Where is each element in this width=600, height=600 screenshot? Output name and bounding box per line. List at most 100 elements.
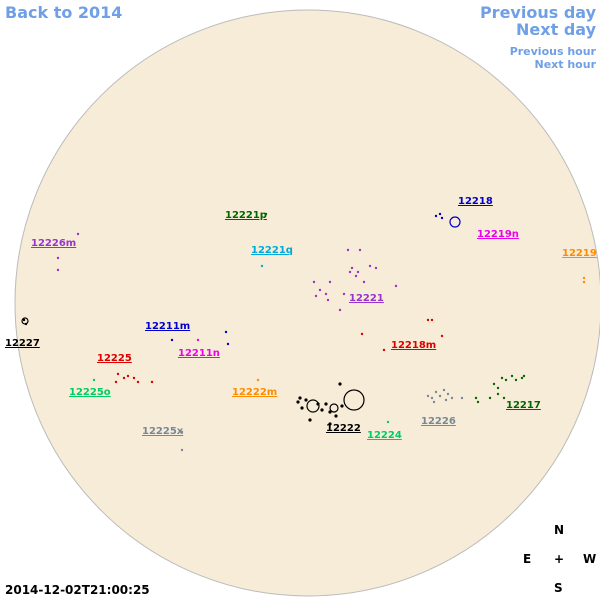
region-label-12221p[interactable]: 12221p (225, 210, 267, 221)
region-label-12211n[interactable]: 12211n (178, 348, 220, 359)
region-label-12225[interactable]: 12225 (97, 353, 132, 364)
sunspot-ring (21, 317, 29, 325)
sunspot-dot (328, 280, 332, 284)
sunspot-dot (116, 372, 120, 376)
sunspot-dot (92, 378, 96, 382)
sunspot-dot (300, 406, 304, 410)
sunspot-dot (430, 318, 434, 322)
sunspot-dot (496, 386, 500, 390)
solar-disk (14, 9, 600, 597)
region-label-12218m[interactable]: 12218m (391, 340, 437, 351)
region-label-12227[interactable]: 12227 (5, 338, 40, 349)
sunspot-dot (514, 378, 518, 382)
sunspot-dot (504, 378, 508, 382)
sunspot-dot (348, 270, 352, 274)
sunspot-dot (56, 256, 60, 260)
sunspot-dot (126, 374, 130, 378)
sunspot-dot (170, 338, 174, 342)
previous-day-link[interactable]: Previous day (479, 3, 596, 22)
sunspot-dot (180, 430, 184, 434)
sunspot-dot (492, 382, 496, 386)
sunspot-dot (522, 374, 526, 378)
region-label-12218[interactable]: 12218 (458, 196, 493, 207)
sunspot-ring (306, 399, 320, 413)
region-label-12222[interactable]: 12222 (326, 423, 361, 434)
sunspot-dot (358, 248, 362, 252)
sunspot-dot (324, 292, 328, 296)
sunspot-dot (226, 342, 230, 346)
sunspot-dot (444, 398, 448, 402)
sunspot-dot (442, 388, 446, 392)
sunspot-dot (430, 396, 434, 400)
sunspot-dot (446, 392, 450, 396)
sunspot-dot (114, 380, 118, 384)
sunspot-dot (150, 380, 154, 384)
compass-north: N (554, 523, 565, 537)
sunspot-dot (328, 410, 332, 414)
sunspot-dot (22, 318, 26, 322)
region-label-12222m[interactable]: 12222m (232, 387, 278, 398)
sunspot-dot (122, 376, 126, 380)
sunspot-dot (328, 422, 332, 426)
sunspot-dot (314, 294, 318, 298)
sunspot-dot (316, 402, 320, 406)
sunspot-dot (260, 264, 264, 268)
sunspot-dot (342, 292, 346, 296)
region-label-12224[interactable]: 12224 (367, 430, 402, 441)
region-label-12225x[interactable]: 12225x (142, 426, 184, 437)
sunspot-dot (180, 448, 184, 452)
next-day-link[interactable]: Next day (516, 20, 596, 39)
sunspot-dot (368, 264, 372, 268)
sunspot-dot (320, 408, 324, 412)
sunspot-dot (460, 396, 464, 400)
sunspot-dot (474, 396, 478, 400)
sunspot-markers (21, 212, 586, 452)
sunspot-dot (354, 274, 358, 278)
next-hour-link[interactable]: Next hour (534, 58, 597, 71)
sunspot-dot (308, 418, 312, 422)
sunspot-ring (329, 403, 339, 413)
sunspot-dot (496, 392, 500, 396)
back-to-year-link[interactable]: Back to 2014 (5, 3, 123, 22)
sunspot-dot (582, 280, 586, 284)
compass-south: S (554, 581, 563, 595)
sunspot-dot (338, 382, 342, 386)
sunspot-dot (450, 396, 454, 400)
sunspot-dot (224, 330, 228, 334)
compass-center: + (554, 552, 565, 566)
sunspot-dot (476, 400, 480, 404)
sunspot-dot (438, 212, 442, 216)
region-label-12217[interactable]: 12217 (506, 400, 541, 411)
sunspot-dot (76, 232, 80, 236)
region-label-12221q[interactable]: 12221q (251, 245, 293, 256)
sunspot-dot (520, 376, 524, 380)
previous-hour-link[interactable]: Previous hour (509, 45, 596, 58)
region-label-12219n[interactable]: 12219n (477, 229, 519, 240)
compass-east: E (523, 552, 532, 566)
sunspot-dot (426, 394, 430, 398)
region-label-12226m[interactable]: 12226m (31, 238, 77, 249)
region-label-12219[interactable]: 12219 (562, 248, 597, 259)
sunspot-dot (360, 332, 364, 336)
sunspot-dot (386, 420, 390, 424)
region-label-12225o[interactable]: 12225o (69, 387, 111, 398)
sunspot-dot (264, 212, 268, 216)
sunspot-ring (343, 389, 365, 411)
sunspot-dot (426, 318, 430, 322)
sunspot-dot (362, 280, 366, 284)
region-label-12211m[interactable]: 12211m (145, 321, 191, 332)
sunspot-dot (324, 402, 328, 406)
sunspot-dot (374, 266, 378, 270)
sunspot-dot (298, 396, 302, 400)
sunspot-dot (338, 308, 342, 312)
region-label-12221[interactable]: 12221 (349, 293, 384, 304)
sunspot-dot (502, 396, 506, 400)
sunspot-dot (434, 214, 438, 218)
sunspot-dot (356, 270, 360, 274)
sunspot-dot (318, 288, 322, 292)
observation-timestamp: 2014-12-02T21:00:25 (5, 583, 150, 597)
sunspot-dot (56, 268, 60, 272)
sunspot-dot (132, 376, 136, 380)
region-label-12226[interactable]: 12226 (421, 416, 456, 427)
sunspot-ring (449, 216, 461, 228)
